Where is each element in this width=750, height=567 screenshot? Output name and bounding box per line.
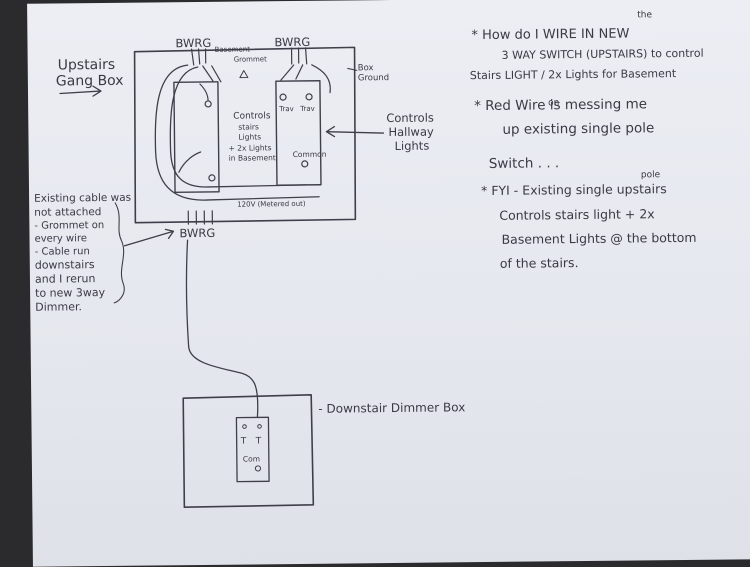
box-ground-tick (347, 67, 358, 71)
right-traveler-label-left: Trav (278, 105, 294, 113)
wiring-sketch: Upstairs Gang Box BWRG BWRG Basement Gro… (34, 10, 704, 508)
top-bwrg-left: BWRG (175, 36, 211, 50)
downstairs-dimmer-box-outline (182, 394, 315, 508)
right-switch-common-terminal (301, 160, 309, 168)
q1-line-3: Stairs LIGHT / 2x Lights for Basement (470, 67, 677, 82)
top-right-cable-stubs (290, 47, 308, 65)
top-left-cable-stubs (190, 48, 207, 66)
upstairs-gang-box-outline (133, 46, 357, 224)
supply-tag: 120V (Metered out) (237, 200, 306, 209)
upstairs-label-line1: Upstairs (58, 57, 116, 74)
left-note-line-a: Existing cable was (34, 192, 131, 205)
downstairs-box-label: - Downstair Dimmer Box (318, 400, 465, 416)
hallway-note-line-2: Hallway (388, 125, 434, 139)
hallway-note-line-3: Lights (395, 139, 430, 153)
left-note-line-f: downstairs (35, 258, 95, 272)
left-switch-terminal-top (204, 100, 212, 108)
q1-line-2: 3 WAY SWITCH (UPSTAIRS) to control (502, 47, 704, 62)
right-switch-traveler-left (279, 93, 287, 101)
dimmer-traveler-right-screw (257, 424, 262, 429)
right-upper-wires (280, 64, 331, 94)
dimmer-terminal-right: T (255, 436, 262, 446)
grommet-tag: Grommet (234, 55, 267, 63)
left-note-line-1: Controls (233, 111, 271, 121)
dimmer-traveler-left-screw (242, 424, 247, 429)
left-note-line-h: to new 3way (35, 286, 106, 300)
right-traveler-label-right: Trav (299, 105, 315, 113)
left-single-pole-switch (173, 81, 220, 193)
bottom-bwrg: BWRG (179, 226, 215, 240)
left-note-bracket (113, 202, 125, 304)
left-note-line-c: - Grommet on (34, 220, 104, 232)
left-switch-terminal-bottom (208, 174, 216, 182)
inner-wire-loop (169, 66, 308, 188)
q2-insert: on (548, 98, 559, 108)
top-bwrg-right: BWRG (274, 35, 310, 49)
box-ground-line1: Box (358, 63, 374, 73)
left-note-line-2: stairs (238, 122, 259, 131)
left-upper-wires (202, 65, 222, 83)
left-note-line-5: in Basement (229, 153, 276, 162)
left-jumper-wire (178, 151, 202, 173)
outer-wire-loop (154, 64, 320, 201)
hallway-note-line-1: Controls (386, 111, 434, 125)
right-common-label: Common (293, 150, 327, 159)
hallway-arrow-icon (325, 125, 385, 138)
q3-line-1: * FYI - Existing single upstairs (481, 181, 667, 198)
dimmer-common-label: Com (243, 454, 260, 463)
q2-line-2: up existing single pole (502, 120, 654, 138)
grommet-marker-icon (239, 70, 249, 79)
dimmer-common-screw (254, 465, 262, 472)
left-note-line-e: - Cable run (35, 246, 90, 258)
q3-line-2: Controls stairs light + 2x (499, 206, 654, 223)
q1-insert: the (637, 10, 652, 20)
q3-line-4: of the stairs. (500, 255, 579, 271)
q3-insert: pole (641, 170, 661, 180)
bottom-cable-stubs (187, 210, 213, 225)
left-note-line-i: Dimmer. (35, 300, 82, 313)
left-note-line-g: and I rerun (35, 272, 96, 286)
q2-line-1: * Red Wire is messing me (474, 96, 647, 114)
q2-line-3: Switch . . . (489, 155, 560, 172)
cable-run-downstairs (185, 239, 259, 419)
basement-tag: Basement (215, 45, 251, 53)
bottom-pointer-arrow-icon (123, 228, 175, 247)
upstairs-label-line2: Gang Box (56, 73, 124, 90)
arrow-to-box-icon (59, 85, 102, 97)
left-note-line-4: + 2x Lights (229, 143, 272, 152)
right-switch-traveler-right (305, 93, 313, 101)
left-terminal-wire (199, 83, 209, 102)
dimmer-switch (235, 416, 270, 483)
left-note-line-d: every wire (34, 233, 87, 245)
left-note-line-3: Lights (238, 132, 261, 141)
paper-sheet: Upstairs Gang Box BWRG BWRG Basement Gro… (27, 0, 750, 567)
left-note-line-b: not attached (34, 206, 101, 219)
q3-line-3: Basement Lights @ the bottom (501, 230, 696, 247)
box-ground-line2: Ground (358, 73, 389, 83)
q1-line-1: * How do I WIRE IN NEW (471, 27, 629, 44)
dimmer-terminal-left: T (240, 437, 247, 447)
right-3way-switch (275, 80, 322, 186)
